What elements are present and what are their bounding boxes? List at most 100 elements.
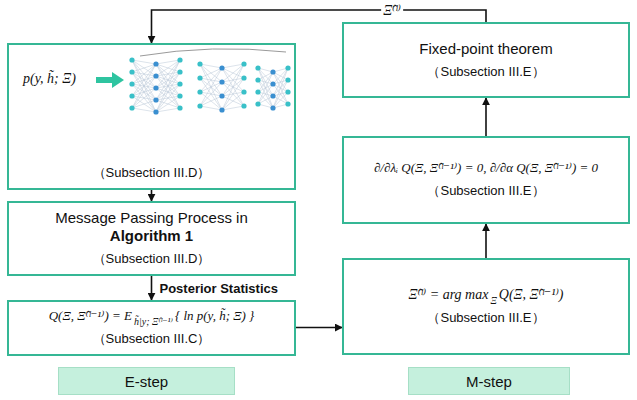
section-reference: （Subsection III.D）	[93, 250, 211, 268]
section-reference: （Subsection III.D）	[93, 164, 211, 182]
section-reference: （Subsection III.C）	[93, 330, 211, 348]
network-link	[156, 60, 180, 100]
network-neuron	[270, 105, 275, 110]
flow-arrow	[151, 276, 153, 300]
network-link	[132, 60, 156, 88]
network-link	[258, 68, 273, 108]
network-link	[156, 60, 180, 88]
network-neuron	[241, 61, 246, 66]
network-link	[258, 84, 273, 104]
text-row: Q(Ξ, Ξ̂⁽ˡ⁻¹⁾) = Eh̃|y; Ξ̂⁽ˡ⁻¹⁾{ ln p(y, …	[49, 308, 255, 324]
formula-text: Ξ̂⁽ˡ⁾ = arg max	[408, 286, 488, 303]
text-row: M-step	[466, 373, 512, 390]
network-neuron	[270, 81, 275, 86]
flow-arrow	[152, 10, 487, 43]
theorem-box: Fixed-point theorem （Subsection III.E）	[342, 22, 630, 98]
expectation-box: Q(Ξ, Ξ̂⁽ˡ⁻¹⁾) = Eh̃|y; Ξ̂⁽ˡ⁻¹⁾{ ln p(y, …	[7, 300, 296, 356]
process-box: Message Passing Process inAlgorithm 1（Su…	[7, 201, 296, 276]
network-neuron	[219, 93, 224, 98]
network-neuron	[129, 69, 134, 74]
network-link	[132, 60, 156, 112]
network-neuron	[129, 57, 134, 62]
flow-arrow	[485, 224, 487, 258]
formula-text: { ln p(y, h̃; Ξ) }	[175, 308, 254, 324]
network-link	[156, 60, 180, 112]
network-link	[200, 106, 222, 110]
formula-text: Ξ	[490, 295, 496, 306]
network-neuron	[285, 77, 290, 82]
network-neuron	[197, 89, 202, 94]
network-link	[200, 78, 222, 110]
network-link	[200, 92, 222, 110]
node-label: M-step	[466, 373, 512, 390]
network-link	[222, 78, 244, 110]
network-neuron	[153, 61, 158, 66]
network-link	[156, 108, 180, 112]
network-link	[132, 96, 156, 112]
network-neuron	[177, 105, 182, 110]
network-link	[222, 64, 244, 68]
network-link	[200, 64, 222, 82]
network-neuron	[129, 81, 134, 86]
network-neuron	[153, 109, 158, 114]
network-link	[200, 68, 222, 106]
edge-label: Posterior Statistics	[158, 281, 281, 296]
text-row: ∂/∂λᵢ Q(Ξ, Ξ̂⁽ˡ⁻¹⁾) = 0, ∂/∂α Q(Ξ, Ξ̂⁽ˡ⁻…	[374, 160, 598, 176]
text-row: （Subsection III.E）	[427, 309, 544, 327]
network-neuron	[197, 61, 202, 66]
flow-arrow	[151, 190, 153, 201]
text-row: （Subsection III.C）	[93, 330, 211, 348]
network-link	[132, 60, 156, 64]
formula-text: p(y, h̃; Ξ)	[23, 71, 76, 87]
node-label: Fixed-point theorem	[419, 40, 552, 57]
formula-text: ∂/∂λᵢ Q(Ξ, Ξ̂⁽ˡ⁻¹⁾) = 0, ∂/∂α Q(Ξ, Ξ̂⁽ˡ⁻…	[374, 160, 598, 176]
flow-arrow	[296, 327, 342, 329]
node-label: E-step	[125, 373, 168, 390]
network-link	[222, 64, 244, 96]
network-link	[132, 64, 156, 108]
network-neuron	[255, 101, 260, 106]
network-link	[222, 64, 244, 110]
network-link	[156, 96, 180, 112]
text-row: Ξ̂⁽ˡ⁾ = arg maxΞQ(Ξ, Ξ̂⁽ˡ⁻¹⁾)	[408, 286, 563, 303]
network-link	[200, 96, 222, 106]
network-link	[156, 72, 180, 112]
text-row: p(y, h̃; Ξ)	[23, 71, 76, 87]
text-row: （Subsection III.E）	[427, 63, 544, 81]
model-box: p(y, h̃; Ξ) （Subsection III.D）	[7, 43, 296, 190]
text-row: （Subsection III.D）	[93, 250, 211, 268]
network-neuron	[219, 107, 224, 112]
network-link	[132, 100, 156, 108]
step-label: M-step	[408, 367, 570, 395]
node-label: Message Passing Process in	[55, 209, 248, 226]
network-neuron	[153, 85, 158, 90]
network-link	[200, 68, 222, 92]
formula-text: Q(Ξ, Ξ̂⁽ˡ⁻¹⁾)	[499, 286, 564, 303]
network-neuron	[285, 101, 290, 106]
network-link	[156, 84, 180, 112]
network-link	[132, 88, 156, 108]
edge-label: Ξ̂⁽ˡ⁾	[381, 2, 403, 19]
network-neuron	[255, 77, 260, 82]
network-neuron	[241, 103, 246, 108]
network-link	[200, 64, 222, 96]
network-neuron	[153, 73, 158, 78]
network-neuron	[270, 69, 275, 74]
network-arc	[140, 49, 286, 56]
network-link	[132, 84, 156, 112]
network-link	[132, 72, 156, 112]
network-link	[132, 76, 156, 108]
text-row: （Subsection III.D）	[93, 164, 211, 182]
network-neuron	[177, 57, 182, 62]
network-link	[132, 60, 156, 100]
network-link	[200, 64, 222, 110]
network-link	[200, 68, 222, 78]
network-neuron	[285, 89, 290, 94]
text-row: E-step	[125, 373, 168, 390]
formula-text: h̃|y; Ξ̂⁽ˡ⁻¹⁾	[134, 316, 173, 327]
network-neuron	[129, 105, 134, 110]
network-link	[273, 92, 288, 108]
network-neuron	[177, 93, 182, 98]
network-neuron	[241, 89, 246, 94]
network-neuron	[219, 65, 224, 70]
